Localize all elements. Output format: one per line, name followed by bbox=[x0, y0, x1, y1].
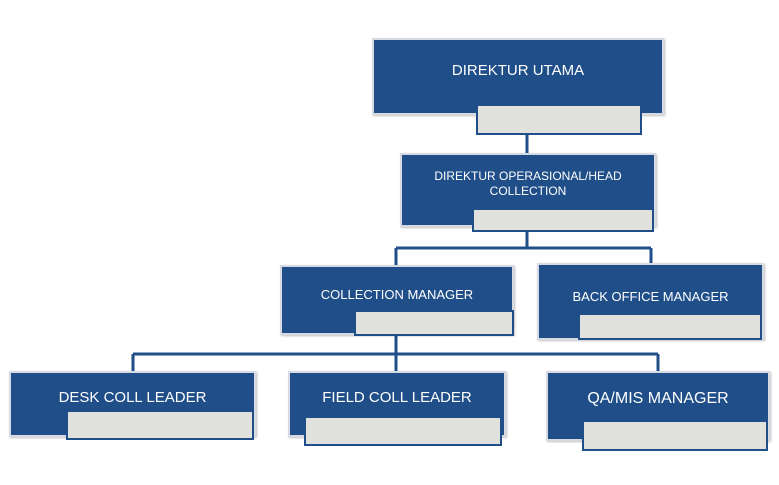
name-tab bbox=[304, 416, 502, 446]
name-tab bbox=[578, 313, 762, 340]
node-label: DIREKTUR UTAMA bbox=[451, 62, 585, 79]
node-label: COLLECTION MANAGER bbox=[320, 287, 474, 302]
node-label: BACK OFFICE MANAGER bbox=[572, 289, 729, 304]
name-tab bbox=[472, 208, 654, 232]
node-label: QA/MIS MANAGER bbox=[587, 390, 729, 407]
node-label: DIREKTUR OPERASIONAL/HEAD COLLECTION bbox=[434, 169, 622, 198]
name-tab bbox=[476, 104, 642, 135]
name-tab bbox=[582, 420, 768, 451]
node-label: FIELD COLL LEADER bbox=[322, 389, 472, 406]
name-tab bbox=[66, 410, 254, 440]
name-tab bbox=[354, 310, 514, 336]
node-label: DESK COLL LEADER bbox=[58, 389, 207, 406]
